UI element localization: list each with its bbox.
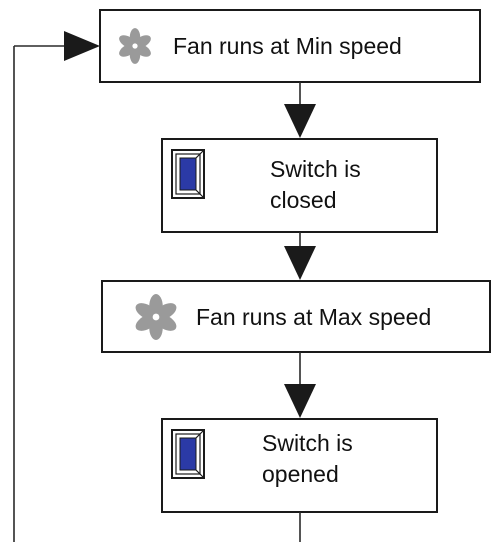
step-fan-min-speed: Fan runs at Min speed [99, 9, 481, 83]
step-box [161, 418, 438, 513]
connector-arrowhead [284, 104, 316, 138]
step-label-line: closed [270, 187, 336, 213]
step-box [99, 9, 481, 83]
step-box [101, 280, 491, 353]
switch-icon [171, 149, 205, 199]
switch-icon [171, 429, 205, 479]
loop-back-arrowhead [64, 31, 100, 61]
step-label: Switch is closed [270, 156, 367, 213]
step-label-line: opened [262, 461, 339, 487]
step-label-line: Switch is [262, 430, 353, 456]
step-label: Fan runs at Max speed [196, 304, 431, 330]
connector-arrowhead [284, 246, 316, 280]
step-label-line: Switch is [270, 156, 361, 182]
step-fan-max-speed: Fan runs at Max speed [101, 280, 491, 353]
step-box [161, 138, 438, 233]
step-label: Switch is opened [262, 430, 359, 487]
step-label: Fan runs at Min speed [173, 33, 402, 59]
step-switch-closed: Switch is closed [161, 138, 438, 233]
connector-arrowhead [284, 384, 316, 418]
step-switch-opened: Switch is opened [161, 418, 438, 513]
